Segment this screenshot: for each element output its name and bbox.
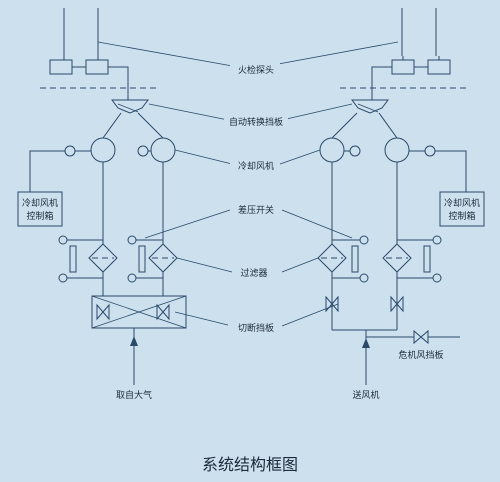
left-fan-motor-2 xyxy=(137,145,149,157)
label-take-from-atmosphere: 取自大气 xyxy=(116,389,152,401)
left-cooling-fan-2 xyxy=(150,137,176,163)
left-control-box-line1: 冷却风机 xyxy=(22,197,58,209)
left-diff-pressure-switch-2 xyxy=(138,245,146,273)
left-diff-pressure-switch-1 xyxy=(69,245,77,273)
left-fire-detector-2 xyxy=(85,59,109,75)
label-auto-switch-damper: 自动转换挡板 xyxy=(229,116,283,128)
right-fire-detector-2 xyxy=(427,59,451,75)
right-supply-manifold xyxy=(332,329,397,385)
label-filter: 过滤器 xyxy=(240,267,267,279)
diagram-title: 系统结构框图 xyxy=(202,455,298,474)
left-fire-detector-1 xyxy=(49,59,73,75)
right-air-ducts xyxy=(331,162,398,330)
right-cooling-fan-2 xyxy=(384,137,410,163)
left-air-ducts xyxy=(102,162,164,296)
right-supply-arrow xyxy=(362,338,370,348)
left-control-box-line2: 控制箱 xyxy=(26,210,53,222)
right-shutoff-valve-2 xyxy=(390,295,404,313)
label-send-fan: 送风机 xyxy=(352,389,379,401)
right-fire-detector-1 xyxy=(391,59,415,75)
label-shutoff-damper: 切断挡板 xyxy=(238,322,274,334)
left-intake-arrow xyxy=(130,336,138,346)
right-detector-leads xyxy=(401,8,437,56)
left-shutoff-valve-2 xyxy=(156,303,170,321)
emergency-damper-valve xyxy=(413,329,429,345)
callout-labels: 火检探头 自动转换挡板 冷却风机 差压开关 过滤器 切断挡板 取自大气 送风机 … xyxy=(97,41,444,401)
right-fan-motor-2 xyxy=(424,145,436,157)
right-diff-pressure-switch-1 xyxy=(351,245,359,273)
right-fan-control-box xyxy=(439,191,485,227)
right-cooling-fan-1 xyxy=(319,137,345,163)
left-fan-control-box xyxy=(17,191,63,227)
label-cooling-fan: 冷却风机 xyxy=(238,160,274,172)
right-control-box-line1: 冷却风机 xyxy=(444,197,480,209)
left-detector-leads xyxy=(63,8,99,56)
label-fire-detector: 火检探头 xyxy=(238,64,274,76)
left-shutoff-valve-1 xyxy=(96,303,110,321)
label-diff-pressure-switch: 差压开关 xyxy=(238,204,274,216)
left-fan-motor-1 xyxy=(64,145,76,157)
label-emergency-damper: 危机风挡板 xyxy=(398,349,443,361)
right-auto-switch-damper xyxy=(351,99,389,114)
right-control-box-line2: 控制箱 xyxy=(448,210,475,222)
left-subsystem: 冷却风机 控制箱 xyxy=(17,8,187,385)
left-cooling-fan-1 xyxy=(90,137,116,163)
right-diff-pressure-switch-2 xyxy=(423,245,431,273)
left-auto-switch-damper xyxy=(111,99,149,114)
right-fan-motor-1 xyxy=(349,145,361,157)
right-subsystem: 冷却风机 控制箱 xyxy=(317,8,485,385)
